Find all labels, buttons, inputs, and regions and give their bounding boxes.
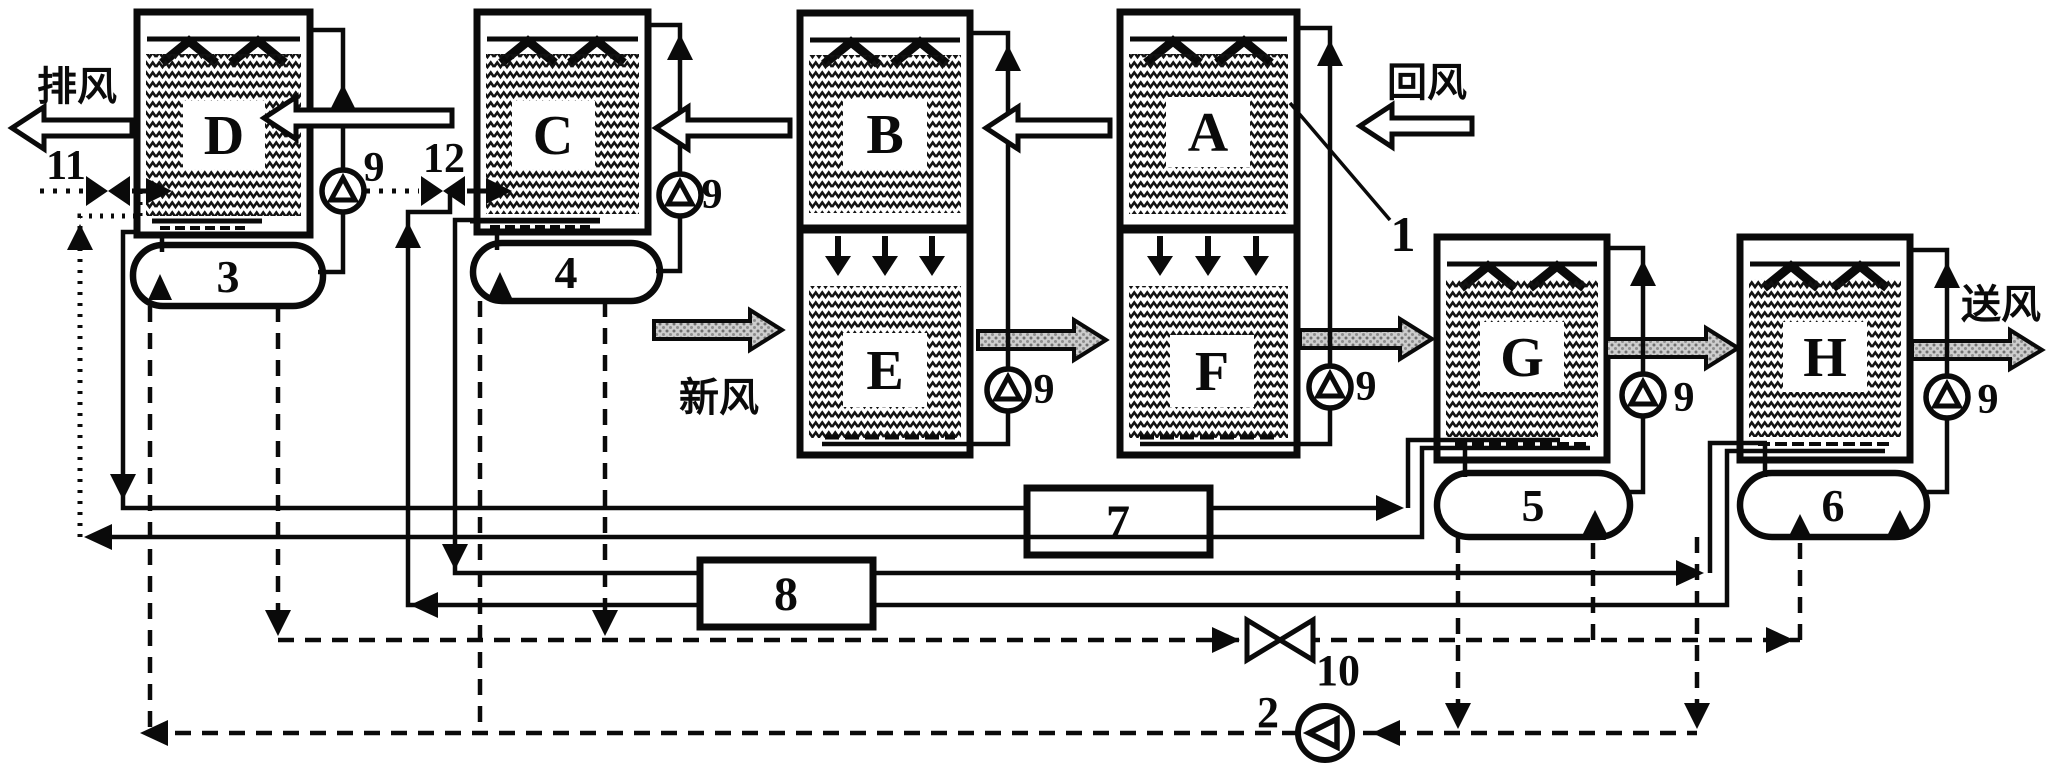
distribution-arrows: [1147, 236, 1269, 276]
pump-9-icon: [656, 171, 704, 219]
pump-9-label: 9: [1356, 364, 1377, 410]
tank-5: [1433, 469, 1634, 541]
return-air-label: 回风: [1387, 61, 1467, 105]
air-arrow-f-g: [1298, 315, 1436, 363]
pump-2-icon: [1295, 703, 1355, 763]
supply-air-arrow: [1910, 326, 2046, 373]
pump-9-icon: [1306, 363, 1354, 411]
valve-12-label: 12: [423, 136, 465, 182]
tank-5-label: 5: [1522, 480, 1545, 531]
air-arrow-b-c: [651, 102, 793, 154]
valve-11-label: 11: [46, 143, 86, 189]
flow-arrowheads: [67, 34, 1960, 746]
tank-inlet-arrow: [1888, 510, 1912, 534]
tank-4-label: 4: [555, 247, 578, 298]
pump-9-icon: [1923, 373, 1971, 421]
valve-10-icon: [1244, 615, 1316, 665]
exhaust-air-arrow: [7, 102, 135, 154]
return-line-to-D: [77, 193, 143, 537]
hx-8-label: 8: [774, 568, 798, 621]
heat-exchanger-8: [696, 556, 877, 631]
unit-D-label: D: [204, 105, 244, 167]
tank-inlet-arrow: [148, 274, 172, 300]
pump-9-label: 9: [364, 145, 385, 191]
unit-G: [1433, 233, 1611, 464]
valve-11-icon: [86, 176, 130, 206]
pump-9-label: 9: [1674, 375, 1695, 421]
unit-E-label: E: [866, 340, 903, 402]
pump-9-label: 9: [1978, 377, 1999, 423]
pump-9-icon: [319, 167, 367, 215]
pumps: [319, 167, 1971, 763]
hx-7-label: 7: [1106, 496, 1130, 549]
supply-air-label: 送风: [1961, 283, 2041, 327]
valve-10-label: 10: [1316, 646, 1360, 695]
unit-B-label: B: [866, 104, 903, 166]
air-arrow-a-b: [981, 102, 1113, 154]
unit-H: [1736, 233, 1914, 464]
callout-1-label: 1: [1391, 206, 1416, 262]
tank-3-label: 3: [217, 251, 240, 302]
tank-inlet-arrow: [488, 272, 512, 298]
solution-piping: [92, 22, 1950, 608]
pump-9-label: 9: [1034, 367, 1055, 413]
dashed-piping: [147, 301, 1803, 736]
hollow-air-arrows: [7, 92, 1475, 154]
unit-A-label: A: [1188, 102, 1229, 164]
exhaust-air-label: 排风: [37, 65, 117, 109]
pump-2-label: 2: [1257, 688, 1279, 737]
air-arrow-c-d: [259, 92, 455, 144]
return-air-arrow: [1355, 100, 1475, 152]
tank-6: [1736, 469, 1931, 541]
tank-6-label: 6: [1822, 480, 1845, 531]
unit-G-label: G: [1500, 327, 1544, 389]
unit-D: [133, 8, 314, 239]
pump-9-label: 9: [702, 172, 723, 218]
unit-B-E: [796, 9, 974, 459]
unit-H-label: H: [1803, 327, 1847, 389]
valves: [86, 176, 1316, 665]
unit-A-F: [1116, 8, 1301, 459]
unit-C-label: C: [533, 105, 573, 167]
pump-9-icon: [1619, 371, 1667, 419]
tank-3: [129, 241, 327, 310]
unit-F-label: F: [1195, 341, 1229, 403]
fresh-air-label: 新风: [679, 376, 759, 420]
unit-C: [470, 8, 652, 236]
distribution-arrows: [825, 236, 945, 276]
heat-exchanger-7: [1023, 484, 1214, 559]
pump-9-icon: [984, 366, 1032, 414]
air-arrow-e-f: [976, 316, 1110, 364]
fresh-air-arrow: [652, 306, 786, 354]
fresh-air-path-arrows: [652, 306, 2046, 373]
valve-12-icon: [421, 176, 465, 206]
air-arrow-g-h: [1604, 324, 1742, 372]
